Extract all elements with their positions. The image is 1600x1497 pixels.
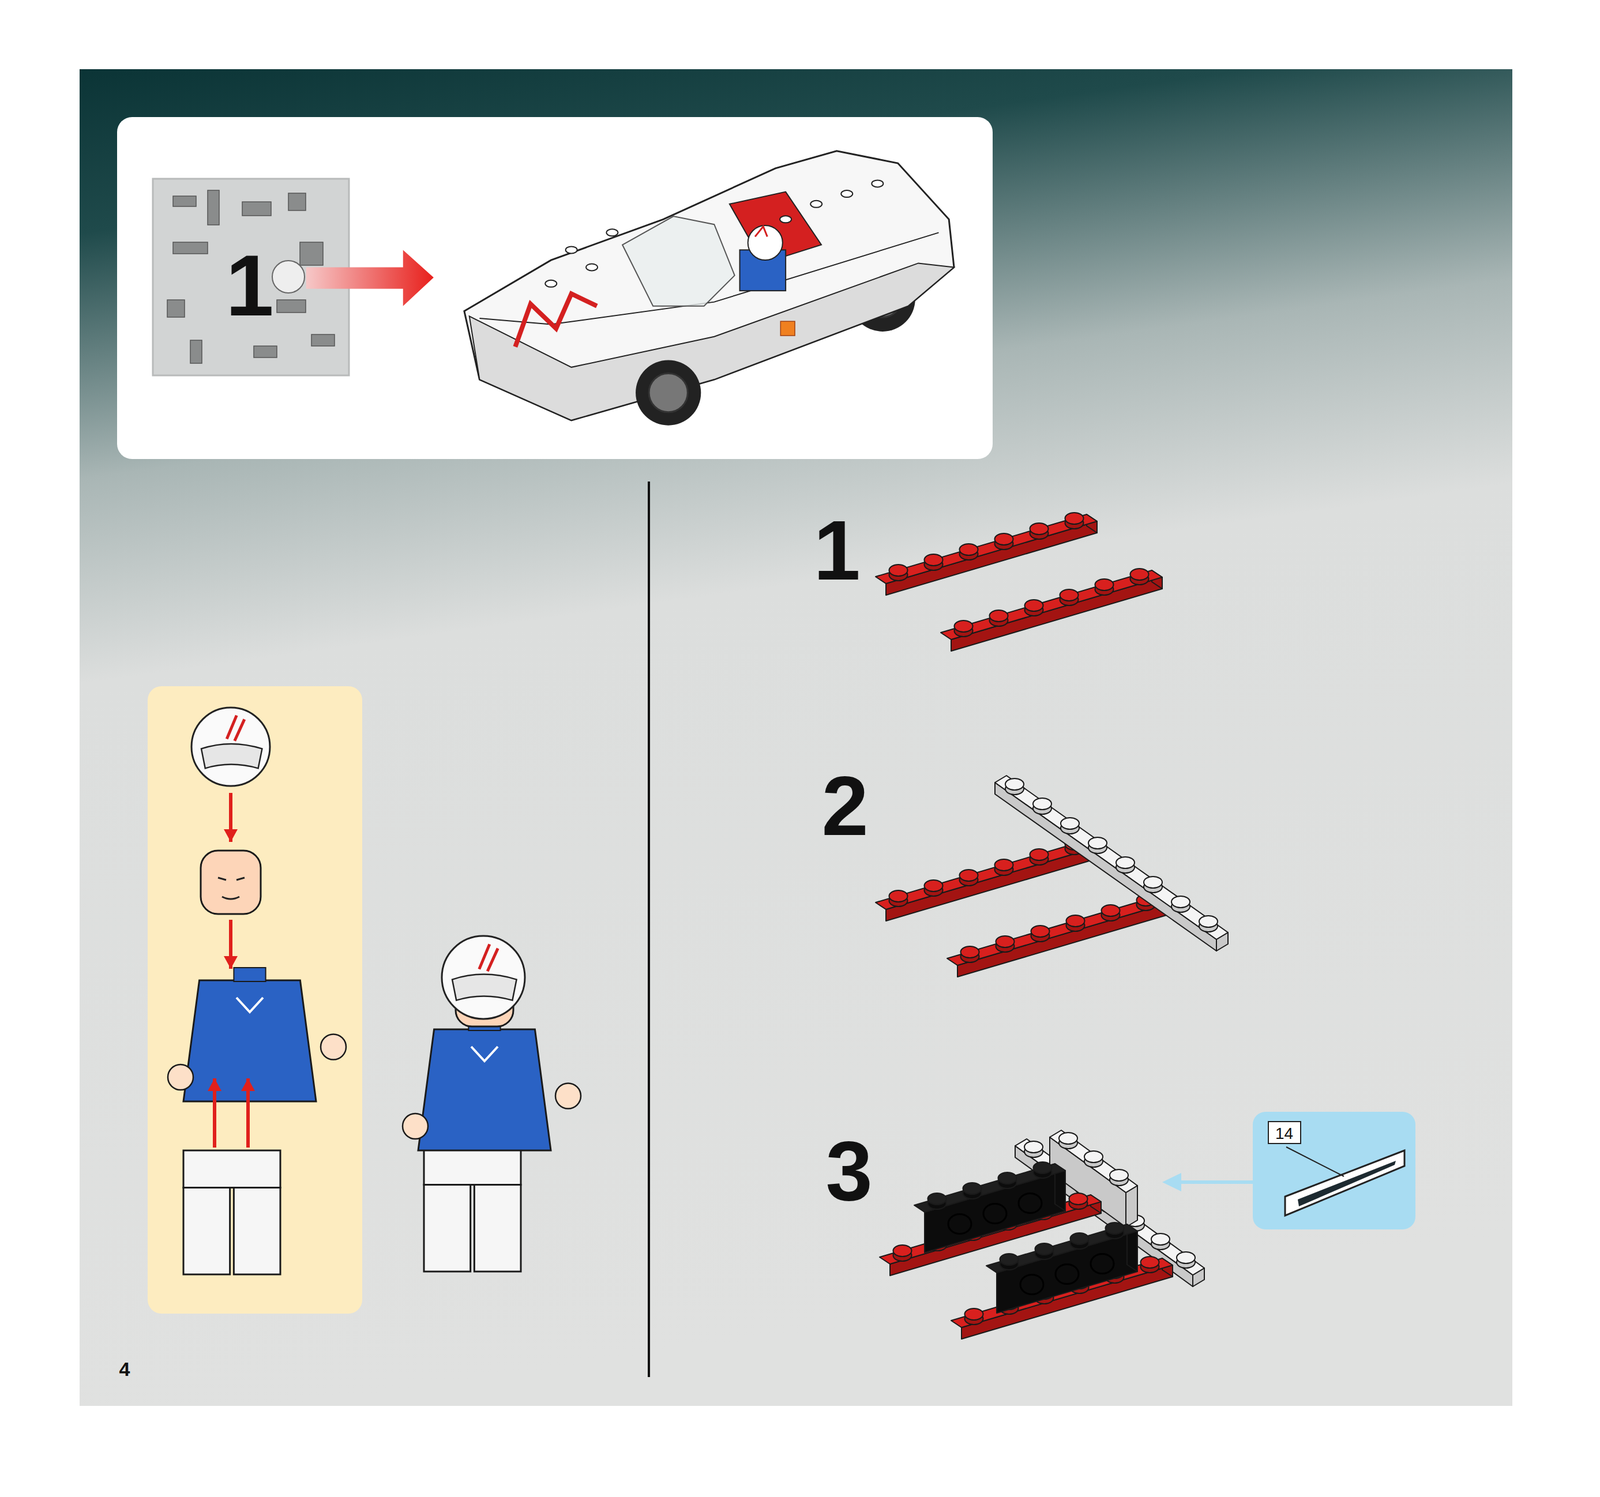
step-2-parts: [875, 775, 1228, 978]
step-number: 3: [825, 1129, 873, 1214]
step-3-parts: [879, 1130, 1205, 1340]
sticker-callout: [1162, 1112, 1416, 1230]
minifig-assembly: [147, 686, 581, 1314]
callout-number-box: 14: [1267, 1121, 1302, 1145]
step-1-parts: [875, 512, 1163, 652]
page-background: [79, 69, 1513, 1407]
page-number: 4: [119, 1359, 131, 1380]
divider-line: [647, 481, 651, 1378]
callout-number: 14: [1275, 1125, 1294, 1143]
step-number: 2: [821, 764, 869, 849]
race-car: [464, 151, 955, 426]
bag-number: 1: [225, 242, 274, 329]
bag-panel: [117, 117, 993, 460]
step-number: 1: [813, 508, 860, 593]
red-arrow: [306, 249, 434, 306]
